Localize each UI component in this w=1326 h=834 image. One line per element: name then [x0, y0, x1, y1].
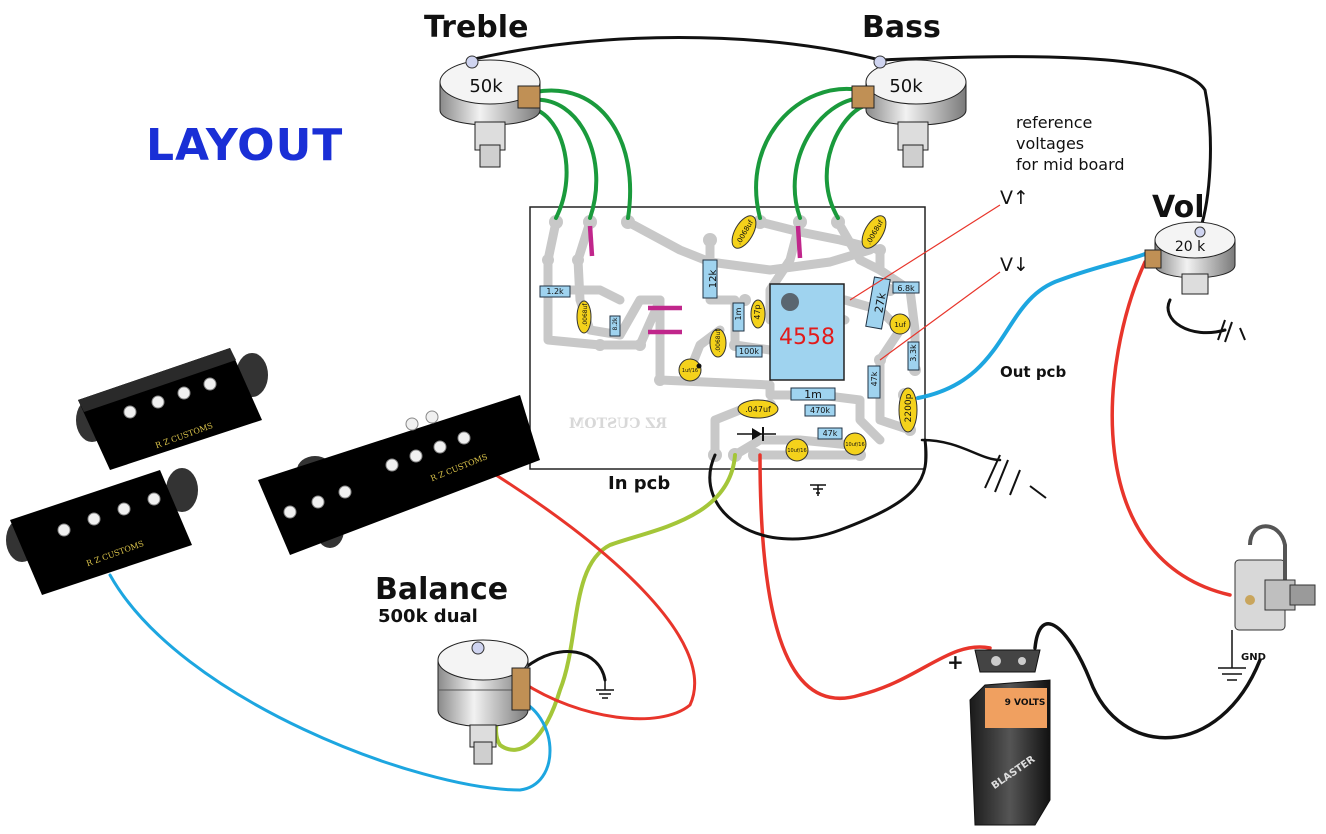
label-battery-plus: +	[947, 650, 964, 674]
voltage-pointers	[849, 204, 1001, 361]
ic-pin1-dot	[781, 293, 799, 311]
pot-vol: 20 k	[1144, 221, 1236, 295]
note-reference-line: for mid board	[1016, 155, 1125, 174]
note-reference: reference voltages for mid board	[1016, 112, 1125, 175]
pot-treble: 50k	[439, 55, 541, 168]
svg-text:1m: 1m	[804, 388, 822, 401]
ic-chip-label: 4558	[779, 325, 835, 350]
gnd-pcb-icon	[810, 484, 826, 496]
label-v-plus: V↑	[1000, 187, 1029, 209]
pot-vol-value: 20 k	[1175, 239, 1206, 255]
svg-text:27k: 27k	[872, 291, 888, 314]
note-reference-line: reference	[1016, 113, 1093, 132]
wire-green-treble-3	[526, 106, 569, 220]
svg-text:100k: 100k	[739, 347, 759, 356]
pickup-neck: R Z CUSTOMS	[76, 348, 268, 470]
page-title: LAYOUT	[146, 120, 344, 171]
svg-text:8.2k: 8.2k	[612, 317, 619, 331]
wire-black-top	[468, 36, 1212, 232]
wire-green-bass-2	[792, 96, 864, 220]
wire-black-balance-gnd	[523, 650, 607, 682]
battery: 9 VOLTS BLASTER	[969, 649, 1051, 826]
pcb-resistor-labels: 1.2k 12k 27k 6.8k 3.3k 47k 1m 100k 1m 47…	[546, 270, 918, 438]
wire-green-bass-3	[824, 104, 866, 220]
pcb-silkscreen: RZ CUSTOM	[569, 416, 667, 432]
pcb-jumpers	[587, 225, 803, 335]
wire-green-treble-1	[533, 88, 633, 220]
ground-symbols	[596, 319, 1246, 699]
svg-text:1.2k: 1.2k	[546, 287, 564, 296]
wire-black-pcb-gnd	[920, 438, 1002, 462]
wire-black-vol-gnd	[1166, 298, 1227, 335]
svg-text:47p: 47p	[753, 304, 762, 319]
battery-line1: 9 VOLTS	[1005, 698, 1046, 708]
pcb-resistors	[539, 259, 920, 440]
wire-black-battery-jack	[1033, 622, 1262, 740]
label-v-minus: V↓	[1000, 254, 1029, 276]
gnd-pcb-right-icon	[984, 454, 1047, 499]
pot-balance	[437, 639, 531, 765]
pickup-bridge: R Z CUSTOMS	[6, 468, 198, 595]
svg-text:470k: 470k	[810, 406, 830, 415]
svg-text:1uf/16: 1uf/16	[682, 368, 698, 374]
pickup-jazz: R Z CUSTOMS	[258, 395, 540, 555]
pot-bass-value: 50k	[889, 76, 923, 97]
wire-blue-out	[916, 252, 1147, 400]
svg-text:47k: 47k	[870, 371, 879, 386]
svg-text:47k: 47k	[823, 429, 838, 438]
svg-text:1uf: 1uf	[894, 321, 906, 329]
note-reference-line: voltages	[1016, 134, 1085, 153]
label-in-pcb: In pcb	[608, 473, 671, 494]
wire-blue-pickup	[108, 573, 552, 792]
pot-bass: 50k	[851, 55, 967, 168]
svg-text:10uf/16: 10uf/16	[845, 442, 864, 448]
cap-polarity-dot	[696, 363, 702, 369]
svg-text:1m: 1m	[734, 307, 743, 320]
pot-treble-value: 50k	[469, 76, 503, 97]
pcb-capacitors	[576, 215, 918, 462]
pcb-diode	[737, 427, 776, 441]
output-jack	[1234, 524, 1316, 631]
svg-text:6.8k: 6.8k	[897, 284, 915, 293]
svg-text:10uf/16: 10uf/16	[787, 448, 806, 454]
label-balance: Balance	[375, 572, 509, 607]
wires	[108, 36, 1262, 792]
label-out-pcb: Out pcb	[1000, 363, 1067, 381]
svg-text:.0068uf: .0068uf	[582, 303, 589, 327]
label-gnd: GND	[1241, 652, 1266, 663]
label-bass: Bass	[862, 10, 941, 45]
svg-text:12k: 12k	[708, 270, 719, 289]
label-treble: Treble	[424, 10, 529, 45]
wire-lime	[494, 453, 737, 752]
svg-text:3.3k: 3.3k	[909, 344, 918, 362]
label-balance-sub: 500k dual	[378, 606, 478, 627]
gnd-jack-icon	[1218, 630, 1246, 681]
svg-text:2200p: 2200p	[904, 393, 914, 422]
label-vol: Vol	[1152, 190, 1205, 225]
svg-text:.0068uf: .0068uf	[715, 329, 722, 353]
wire-red-pickup	[486, 468, 697, 721]
svg-text:.047uf: .047uf	[745, 405, 771, 414]
wire-red-vol-jack	[1110, 260, 1232, 597]
wire-red-battery	[758, 453, 992, 700]
wire-green-treble-2	[530, 97, 599, 220]
gnd-balance-icon	[596, 680, 614, 699]
gnd-vol-icon	[1217, 319, 1246, 343]
wire-green-bass-1	[754, 86, 862, 220]
